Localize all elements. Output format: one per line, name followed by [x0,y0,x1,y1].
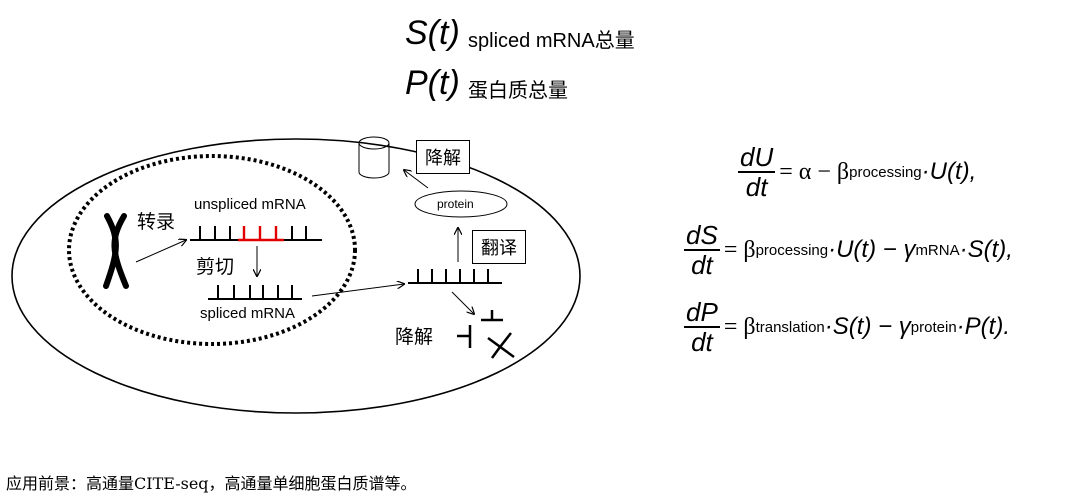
eq3-sub1: translation [755,318,825,336]
transcription-arrow [135,240,186,263]
p-description: 蛋白质总量 [468,80,568,102]
unspliced-mrna-label: unspliced mRNA [194,196,306,213]
cytoplasmic-mrna-strand [408,269,502,284]
eq3-rhs2: ·S(t) − γ [824,313,911,340]
eq1-denominator: dt [745,172,768,202]
eq3-numerator: dP [684,297,720,328]
cell-membrane [11,138,581,414]
eq2-denominator: dt [691,250,713,280]
eq1-numerator: dU [738,142,776,173]
protein-degradation-arrow [404,170,429,189]
mrna-degradation-arrow [451,291,474,314]
eq2-sub1: processing [755,241,829,259]
degraded-fragments [457,310,515,359]
splicing-label: 剪切 [196,256,235,278]
s-description: spliced mRNA总量 [468,30,635,52]
eq3-rhs: = β [723,313,756,340]
p-symbol: P(t) [405,64,460,102]
proteasome-icon [358,136,390,179]
protein-label: protein [437,197,474,211]
protein-ellipse [414,190,508,218]
eq1-rhs2: ·U(t), [921,158,977,185]
eq2-rhs: = β [723,236,756,263]
spliced-mrna-strand [208,285,302,300]
s-symbol: S(t) [405,14,460,52]
translation-box: 翻译 [472,230,526,264]
spliced-mrna-label: spliced mRNA [200,305,296,322]
spliced-region [238,226,284,242]
eq3-denominator: dt [691,327,713,357]
unspliced-mrna-strand [190,226,322,241]
eq3-sub2: protein [910,318,957,336]
nucleus-boundary [67,154,357,346]
mrna-degradation-label: 降解 [395,326,434,348]
eq2-numerator: dS [684,220,720,251]
eq2-rhs3: ·S(t), [959,236,1013,263]
chromosome-icon [103,213,129,289]
eq2-sub2: mRNA [915,241,960,259]
eq1-rhs: = α − β [779,158,850,185]
eq2-rhs2: ·U(t) − γ [828,236,916,263]
eq3-rhs3: ·P(t). [956,313,1010,340]
transcription-label: 转录 [137,211,176,233]
application-footer: 应用前景：高通量CITE-seq，高通量单细胞蛋白质谱等。 [6,474,417,493]
export-arrow [311,284,404,297]
eq1-sub1: processing [849,163,922,181]
protein-degradation-box: 降解 [416,140,470,174]
